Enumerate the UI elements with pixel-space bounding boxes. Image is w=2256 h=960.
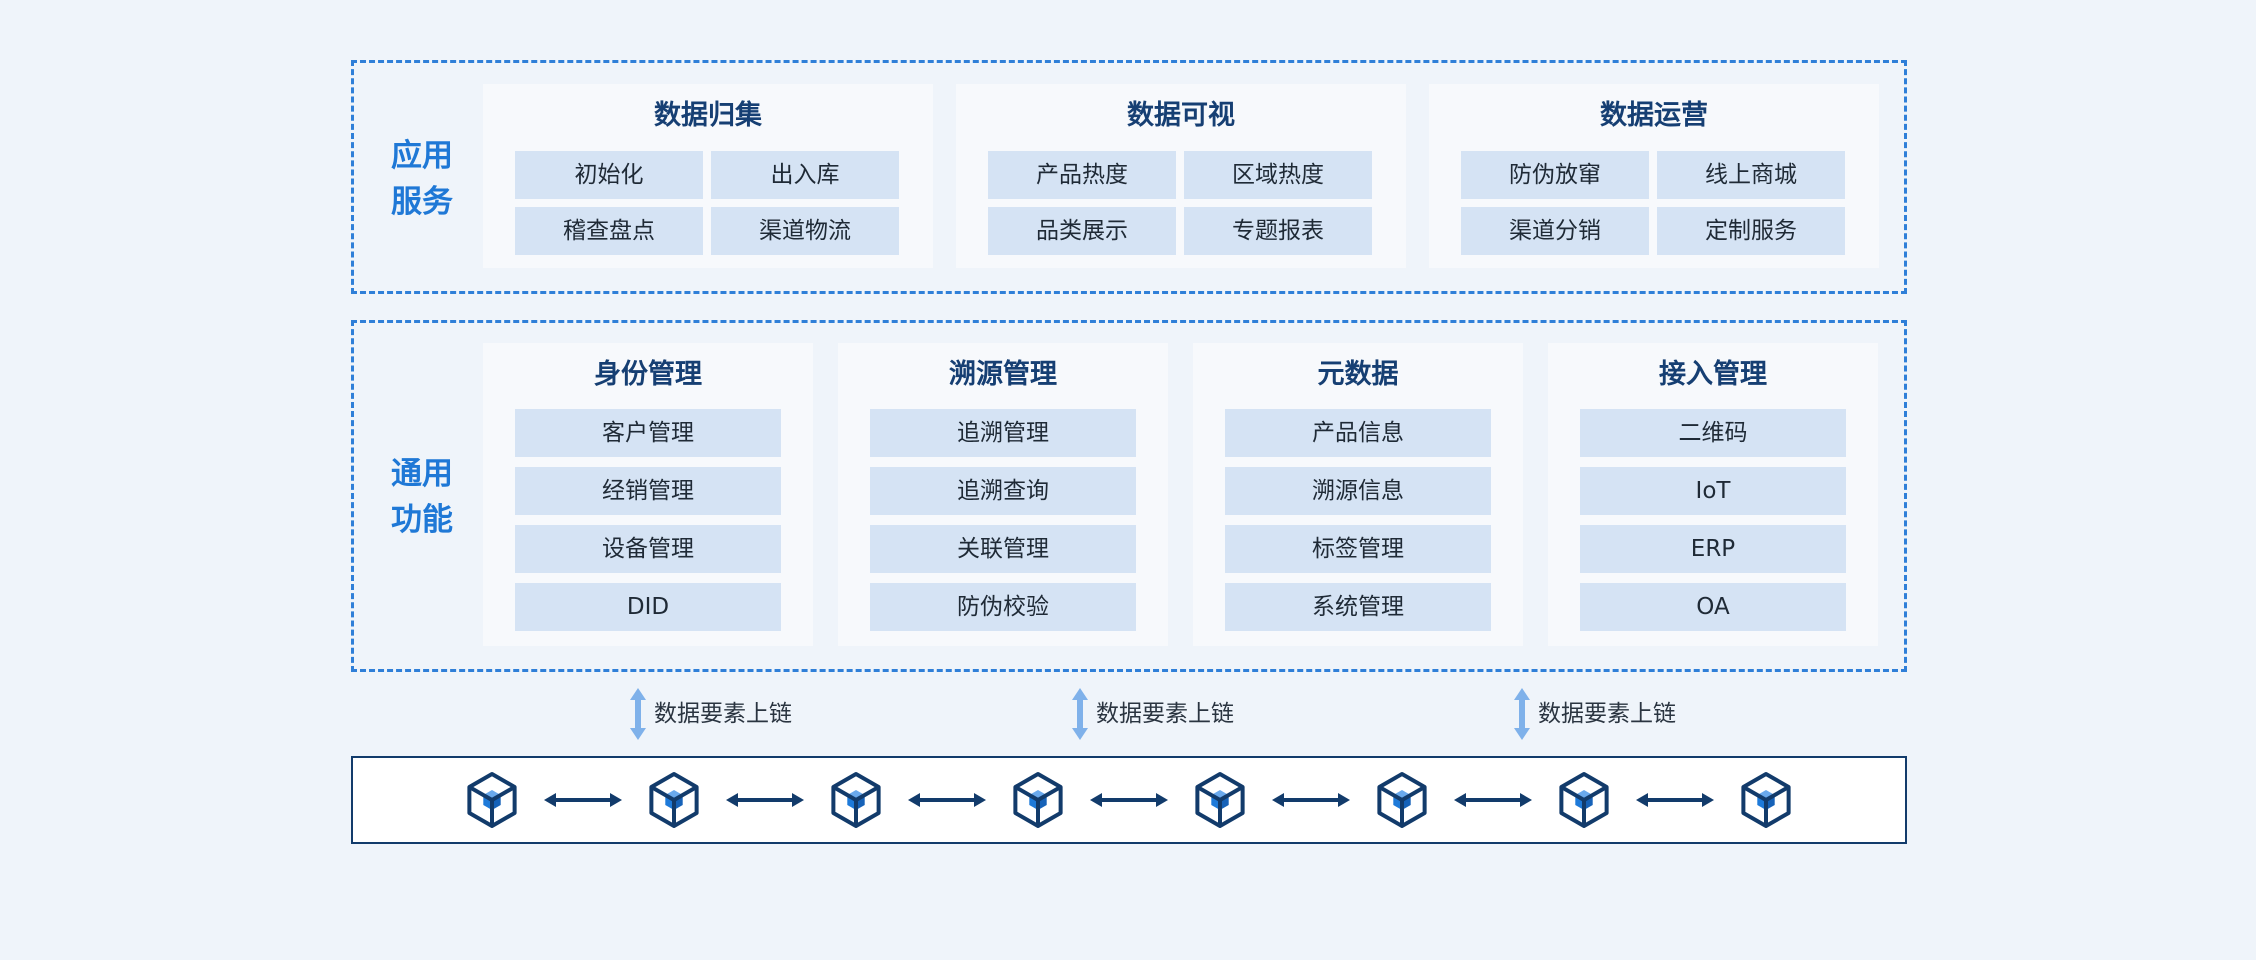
card-data-visualization: 数据可视 产品热度 区域热度 品类展示 专题报表 [956,84,1406,268]
feature-chip: 客户管理 [515,409,781,457]
feature-chip: 产品热度 [988,151,1176,199]
feature-chip: 关联管理 [870,525,1136,573]
cube-icon [1195,772,1245,828]
layer-label-line: 应用 [391,138,453,174]
card-title: 接入管理 [1659,359,1767,390]
layer-label-line: 服务 [391,184,453,220]
blockchain-chain [467,772,1791,828]
cube-icon [1559,772,1609,828]
cube-icon [649,772,699,828]
uplink-label: 数据要素上链 [1096,701,1234,727]
feature-chip: 渠道分销 [1461,207,1649,255]
card-access-management: 接入管理 二维码 IoT ERP OA [1548,343,1878,646]
cube-icon [831,772,881,828]
card-title: 数据归集 [654,100,762,131]
cube-icon [467,772,517,828]
card-data-collection: 数据归集 初始化 出入库 稽查盘点 渠道物流 [483,84,933,268]
feature-chip: 稽查盘点 [515,207,703,255]
layer-label-application: 应用 服务 [382,133,462,225]
uplink-label: 数据要素上链 [1538,701,1676,727]
bidirectional-arrow-icon [630,688,646,740]
card-title: 身份管理 [594,359,702,390]
layer-label-line: 功能 [391,502,453,538]
card-title: 数据运营 [1600,100,1708,131]
feature-chip: 追溯查询 [870,467,1136,515]
feature-chip: 渠道物流 [711,207,899,255]
feature-chip: ERP [1580,525,1846,573]
card-title: 元数据 [1317,359,1399,390]
feature-chip: DID [515,583,781,631]
feature-chip: 产品信息 [1225,409,1491,457]
feature-chip: 防伪校验 [870,583,1136,631]
bidirectional-arrow-icon [1514,688,1530,740]
cube-icon [1013,772,1063,828]
feature-chip: 经销管理 [515,467,781,515]
double-arrow-icon [1636,793,1714,807]
card-data-operations: 数据运营 防伪放窜 线上商城 渠道分销 定制服务 [1429,84,1879,268]
common-functions-layer: 通用 功能 身份管理 客户管理 经销管理 设备管理 DID 溯源管理 追溯管理 … [351,320,1907,672]
card-identity-management: 身份管理 客户管理 经销管理 设备管理 DID [483,343,813,646]
double-arrow-icon [908,793,986,807]
feature-chip: 专题报表 [1184,207,1372,255]
double-arrow-icon [1272,793,1350,807]
card-metadata: 元数据 产品信息 溯源信息 标签管理 系统管理 [1193,343,1523,646]
double-arrow-icon [544,793,622,807]
feature-chip: 定制服务 [1657,207,1845,255]
double-arrow-icon [1454,793,1532,807]
feature-chip: 设备管理 [515,525,781,573]
layer-label-common: 通用 功能 [382,451,462,543]
card-title: 溯源管理 [949,359,1057,390]
card-title: 数据可视 [1127,100,1235,131]
feature-chip: 区域热度 [1184,151,1372,199]
cube-icon [1741,772,1791,828]
application-services-layer: 应用 服务 数据归集 初始化 出入库 稽查盘点 渠道物流 数据可视 产品热度 区… [351,60,1907,294]
feature-chip: 初始化 [515,151,703,199]
feature-chip: 线上商城 [1657,151,1845,199]
feature-chip: 追溯管理 [870,409,1136,457]
double-arrow-icon [1090,793,1168,807]
feature-chip: 二维码 [1580,409,1846,457]
feature-chip: 出入库 [711,151,899,199]
feature-chip: 系统管理 [1225,583,1491,631]
blockchain-strip [351,756,1907,844]
feature-chip: 品类展示 [988,207,1176,255]
feature-chip: OA [1580,583,1846,631]
uplink-label: 数据要素上链 [654,701,792,727]
cube-icon [1377,772,1427,828]
double-arrow-icon [726,793,804,807]
bidirectional-arrow-icon [1072,688,1088,740]
layer-label-line: 通用 [391,456,453,492]
feature-chip: 标签管理 [1225,525,1491,573]
feature-chip: IoT [1580,467,1846,515]
feature-chip: 溯源信息 [1225,467,1491,515]
card-traceability-management: 溯源管理 追溯管理 追溯查询 关联管理 防伪校验 [838,343,1168,646]
feature-chip: 防伪放窜 [1461,151,1649,199]
